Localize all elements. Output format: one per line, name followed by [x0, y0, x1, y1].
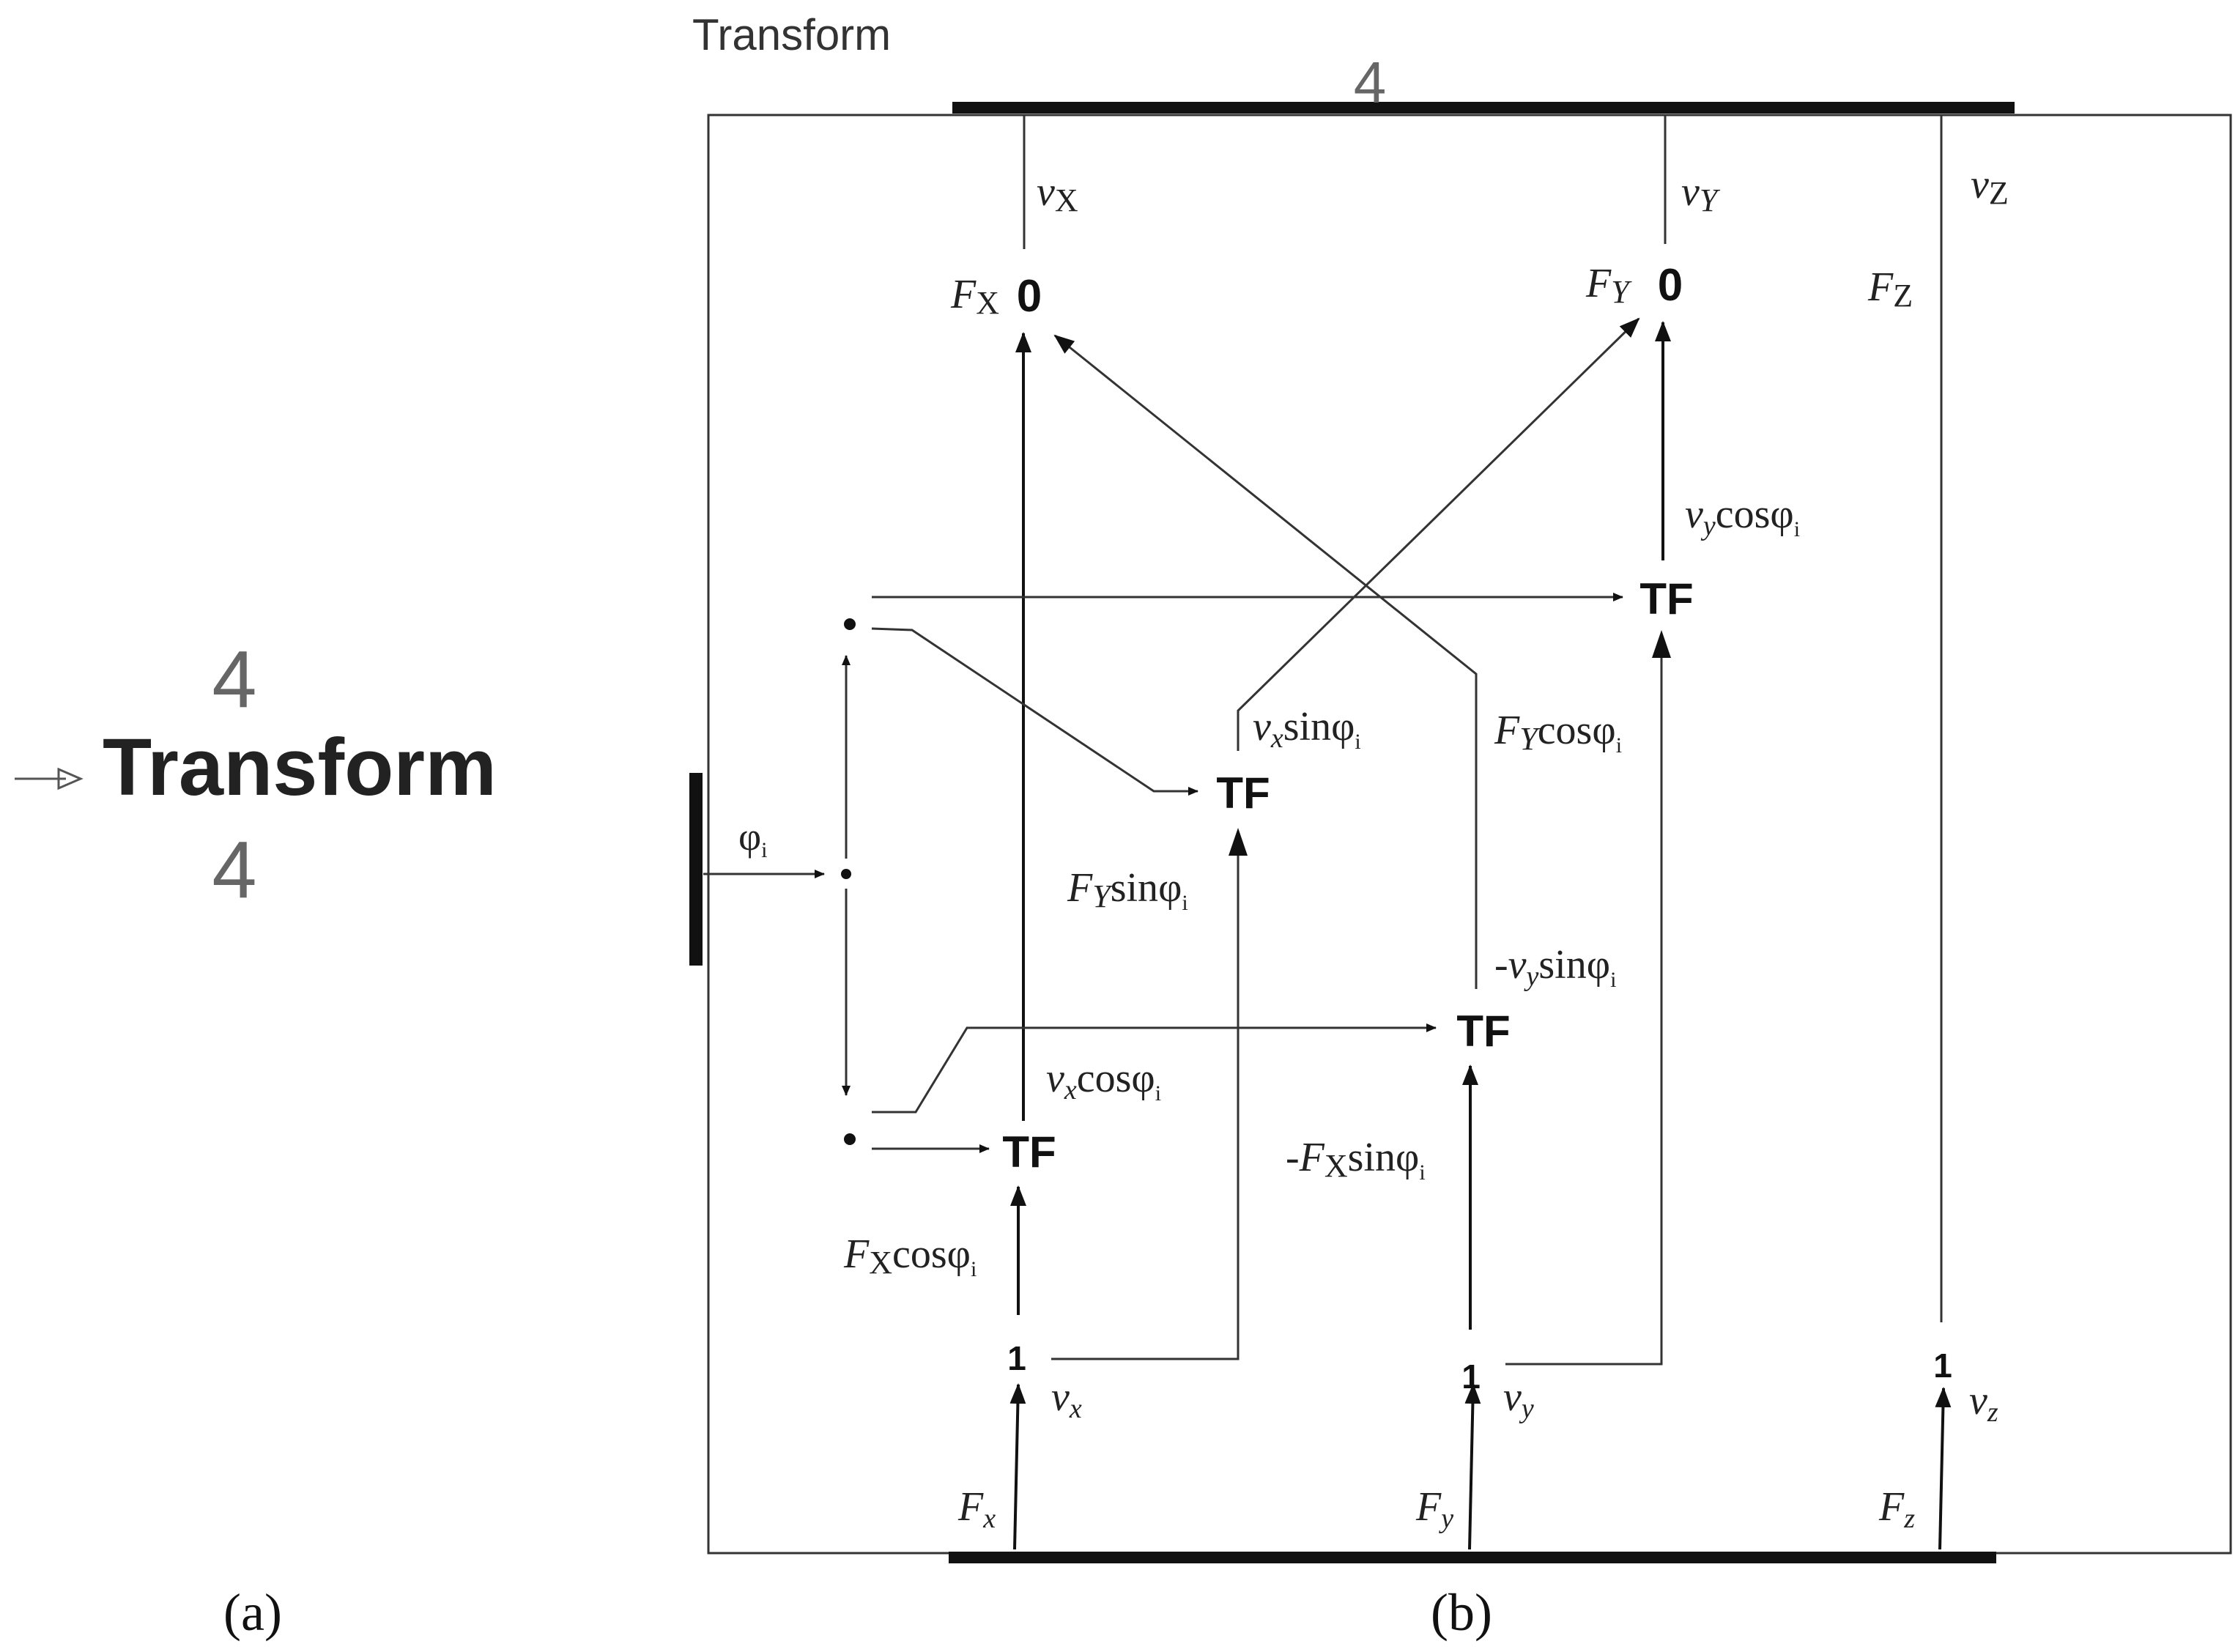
- angle-input-label: φi: [738, 815, 768, 862]
- label-FY-sin-phi: FYsinφi: [1067, 865, 1188, 915]
- tf-y-cos[interactable]: TF: [1639, 574, 1693, 623]
- label-vx-cos-phi: vxcosφi: [1046, 1056, 1161, 1105]
- label-FY: FY: [1585, 261, 1632, 310]
- tf-y-sin[interactable]: TF: [1456, 1007, 1510, 1056]
- bond-TFxsin-to-0Y: [1237, 317, 1640, 751]
- label-FX-cos-phi: FXcosφi: [843, 1231, 977, 1281]
- label-FZ: FZ: [1867, 264, 1913, 314]
- label-vy-cos-phi: vycosφi: [1685, 492, 1800, 541]
- label-vX: vX: [1037, 169, 1078, 218]
- label-vZ: vZ: [1971, 162, 2009, 211]
- panel-b-title: Transform: [692, 10, 891, 59]
- label-FX: FX: [950, 272, 999, 321]
- signal-node-top: [844, 618, 856, 630]
- signal-node-low: [844, 1133, 856, 1145]
- svg-text:φi: φi: [738, 815, 768, 862]
- bond-vy-to-TF-cos: [1505, 637, 1663, 1366]
- caption-b: (b): [1431, 1583, 1492, 1642]
- label-Fz: Fz: [1878, 1484, 1915, 1534]
- zero-junction-Y[interactable]: 0: [1658, 260, 1683, 311]
- one-junction-z[interactable]: 1: [1933, 1347, 1952, 1385]
- label-minus-vy-sin-phi: -vysinφi: [1494, 942, 1616, 992]
- label-vx-sin-phi: vxsinφi: [1253, 704, 1361, 754]
- port-glyph-top: 4: [212, 634, 256, 725]
- one-junction-x[interactable]: 1: [1007, 1339, 1026, 1377]
- bond-Fz: [1935, 1387, 1952, 1550]
- label-vz: vz: [1969, 1378, 1998, 1428]
- zero-junction-X[interactable]: 0: [1017, 271, 1042, 322]
- signal-node-mid: [841, 869, 851, 879]
- signal-to-TF-ysin: [872, 1023, 1437, 1114]
- tf-x-cos[interactable]: TF: [1002, 1127, 1056, 1177]
- label-FY-cos-phi: FYcosφi: [1494, 708, 1622, 758]
- top-port-glyph: 4: [1354, 50, 1387, 115]
- bond-Fx: [1009, 1383, 1026, 1550]
- signal-to-TF-xsin: [871, 627, 1198, 796]
- one-junction-y[interactable]: 1: [1461, 1357, 1481, 1396]
- input-arrow-icon: [15, 767, 84, 790]
- transform-block-label[interactable]: Transform: [103, 722, 497, 812]
- panel-b: Transform 4: [689, 10, 2232, 1642]
- tf-x-sin[interactable]: TF: [1216, 768, 1270, 818]
- panel-a: 4 Transform 4 (a): [15, 634, 497, 1642]
- bond-TFysin-to-0X: [1053, 334, 1478, 989]
- label-vx: vx: [1051, 1374, 1082, 1424]
- bond-Fy: [1464, 1383, 1481, 1550]
- label-Fx: Fx: [957, 1484, 996, 1534]
- label-vY: vY: [1681, 169, 1721, 218]
- caption-a: (a): [223, 1583, 282, 1642]
- label-vy: vy: [1503, 1374, 1534, 1424]
- bond-vx-to-TF-sin: [1051, 835, 1240, 1360]
- label-Fy: Fy: [1415, 1484, 1453, 1534]
- port-glyph-bottom: 4: [212, 825, 256, 915]
- label-minus-FX-sin-phi: -FXsinφi: [1286, 1135, 1426, 1185]
- transform-frame: [707, 114, 2232, 1555]
